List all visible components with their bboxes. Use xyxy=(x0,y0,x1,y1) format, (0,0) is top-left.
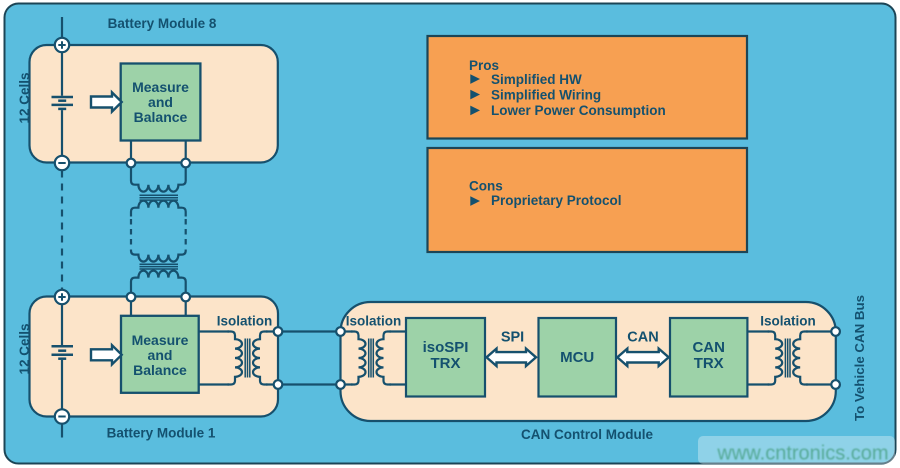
svg-text:CAN Control Module: CAN Control Module xyxy=(521,427,653,442)
svg-text:To Vehicle CAN Bus: To Vehicle CAN Bus xyxy=(852,295,867,421)
svg-text:Isolation: Isolation xyxy=(217,314,273,329)
svg-text:Balance: Balance xyxy=(134,109,188,125)
svg-text:Measure: Measure xyxy=(132,79,189,95)
svg-text:Proprietary Protocol: Proprietary Protocol xyxy=(491,193,622,208)
svg-text:Simplified HW: Simplified HW xyxy=(491,72,582,87)
svg-text:Lower Power Consumption: Lower Power Consumption xyxy=(491,103,666,118)
svg-text:Cons: Cons xyxy=(469,179,503,194)
svg-text:12 Cells: 12 Cells xyxy=(17,323,32,374)
svg-text:CAN: CAN xyxy=(692,339,725,356)
svg-text:Battery Module 1: Battery Module 1 xyxy=(107,426,216,441)
svg-text:Pros: Pros xyxy=(469,58,499,73)
svg-text:Measure: Measure xyxy=(132,332,189,348)
svg-text:SPI: SPI xyxy=(501,330,524,346)
svg-text:CAN: CAN xyxy=(627,330,658,346)
svg-text:www.cntronics.com: www.cntronics.com xyxy=(716,443,888,465)
svg-text:12 Cells: 12 Cells xyxy=(17,72,32,123)
svg-text:and: and xyxy=(148,94,173,110)
svg-text:Simplified Wiring: Simplified Wiring xyxy=(491,88,601,103)
svg-text:Balance: Balance xyxy=(133,362,187,378)
svg-text:Battery Module 8: Battery Module 8 xyxy=(108,16,217,31)
svg-text:and: and xyxy=(148,347,173,363)
svg-text:TRX: TRX xyxy=(431,355,461,372)
svg-text:Isolation: Isolation xyxy=(760,314,816,329)
svg-text:isoSPI: isoSPI xyxy=(423,339,469,356)
svg-text:TRX: TRX xyxy=(694,355,724,372)
svg-text:Isolation: Isolation xyxy=(346,314,402,329)
svg-text:MCU: MCU xyxy=(560,349,594,366)
